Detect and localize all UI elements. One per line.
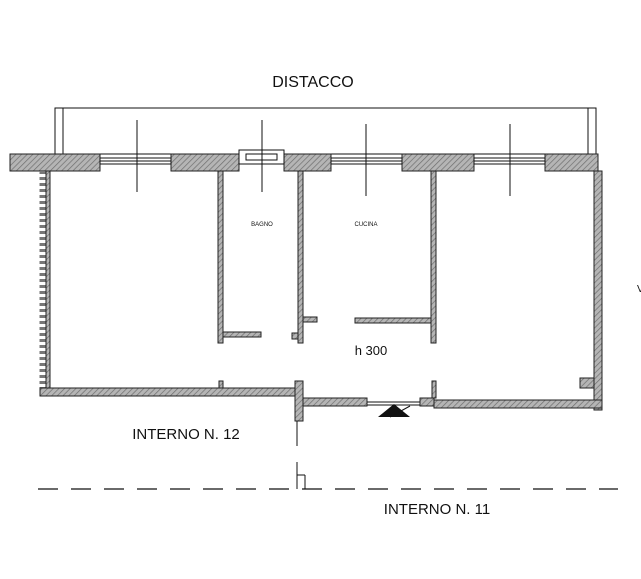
top-label: DISTACCO	[272, 74, 353, 91]
edge-mark: V	[637, 284, 641, 295]
window-axes	[136, 120, 511, 196]
bottom-wall	[39, 380, 603, 422]
top-wall	[9, 153, 599, 172]
right-wall	[579, 170, 603, 411]
entrance-door	[367, 401, 420, 418]
interior-walls	[217, 170, 437, 344]
unit-label-upper: INTERNO N. 12	[132, 426, 240, 443]
room-label-bagno: BAGNO	[251, 222, 273, 228]
entrance-axis	[296, 421, 306, 489]
room-label-cucina: CUCINA	[354, 222, 377, 228]
left-wall	[39, 170, 51, 396]
unit-label-lower: INTERNO N. 11	[384, 501, 490, 518]
height-label: h 300	[355, 343, 388, 358]
balcony-outline	[54, 107, 597, 155]
